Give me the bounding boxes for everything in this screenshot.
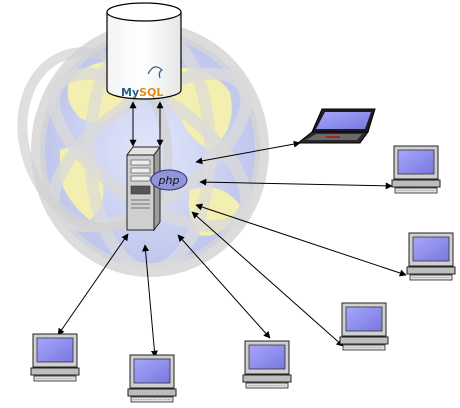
link-server-pc3 [191, 211, 344, 347]
desktop-client-2 [406, 232, 456, 281]
link-server-laptop [195, 140, 301, 165]
desktop-client-3 [339, 302, 389, 351]
php-badge-text: php [158, 174, 180, 187]
link-server-pc5 [142, 244, 158, 358]
mysql-logo: MySQL [121, 86, 163, 99]
link-server-pc4 [177, 234, 271, 339]
connection-lines [57, 101, 407, 358]
desktop-client-5 [127, 354, 177, 403]
desktop-client-1 [391, 145, 441, 194]
mysql-dolphin-icon [147, 66, 164, 79]
desktop-client-6 [30, 333, 80, 382]
link-server-pc6 [57, 233, 129, 336]
server-tower-icon [126, 145, 161, 232]
link-server-pc1 [199, 178, 393, 190]
php-badge: php [150, 169, 188, 191]
database-cylinder-icon: MySQL [106, 2, 182, 100]
desktop-client-4 [242, 340, 292, 389]
laptop-client [296, 108, 376, 144]
